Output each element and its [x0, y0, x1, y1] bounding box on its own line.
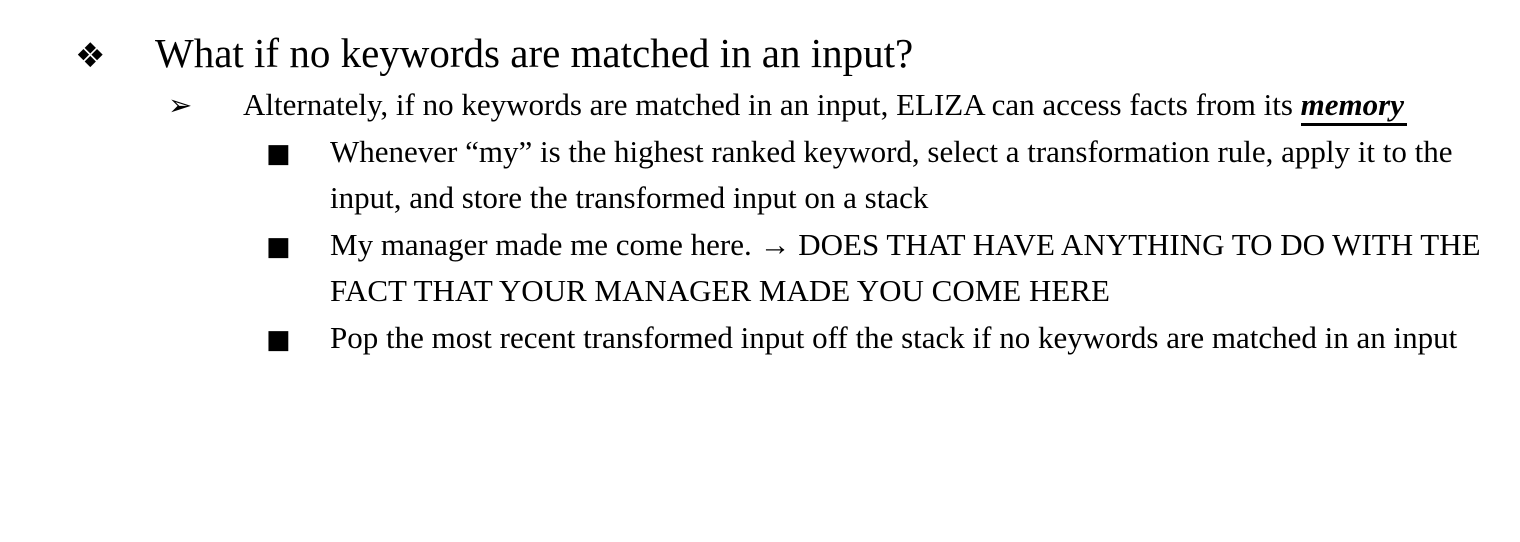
square-bullet-icon: ■: [266, 138, 291, 169]
diamond-bullet-icon: ❖: [75, 36, 106, 76]
slide-title: What if no keywords are matched in an in…: [155, 30, 914, 76]
detail-bullet-text: Whenever “my” is the highest ranked keyw…: [330, 133, 1453, 216]
detail-bullet-item: ■ Pop the most recent transformed input …: [266, 315, 1520, 364]
detail-bullet-text: My manager made me come here. → DOES THA…: [330, 226, 1481, 309]
arrow-bullet-icon: ➢: [168, 88, 193, 122]
sub-bullet-text-main: Alternately, if no keywords are matched …: [243, 87, 1301, 122]
detail-bullet-text: Pop the most recent transformed input of…: [330, 319, 1458, 355]
detail-bullet-list: ■ Whenever “my” is the highest ranked ke…: [0, 129, 1520, 364]
slide-content: ❖ What if no keywords are matched in an …: [0, 27, 1520, 364]
sub-bullet-item: ➢ Alternately, if no keywords are matche…: [168, 82, 1520, 129]
square-bullet-icon: ■: [266, 231, 291, 262]
title-bullet-item: ❖ What if no keywords are matched in an …: [0, 27, 1520, 82]
square-bullet-icon: ■: [266, 324, 291, 355]
memory-emphasis: memory: [1300, 87, 1407, 126]
detail-bullet-item: ■ My manager made me come here. → DOES T…: [266, 222, 1520, 315]
detail-bullet-item: ■ Whenever “my” is the highest ranked ke…: [266, 129, 1520, 222]
sub-bullet-text: Alternately, if no keywords are matched …: [243, 82, 1433, 129]
